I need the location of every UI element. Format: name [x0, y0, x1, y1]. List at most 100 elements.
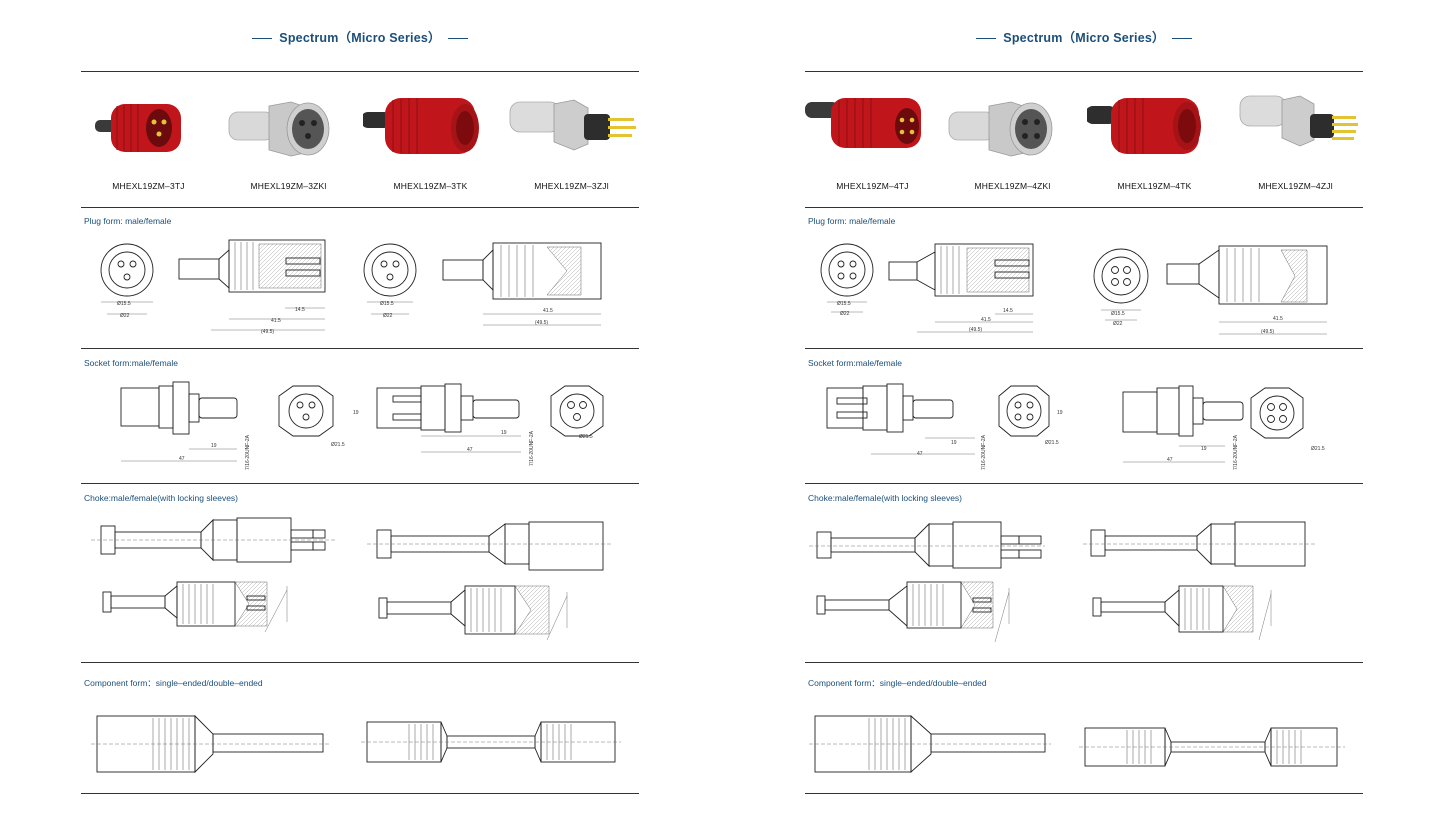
product-caption: MHEXL19ZM–4ZJl [1258, 181, 1333, 191]
page-title: Spectrum（Micro Series） [81, 27, 639, 46]
product-caption: MHEXL19ZM–3TJ [112, 181, 185, 191]
dimension-label: 19 [353, 410, 359, 416]
dimension-label: 47 [917, 451, 923, 457]
catalog-page-right: Spectrum（Micro Series） MHEXL19ZM–4TJ MHE… [805, 0, 1363, 824]
divider [81, 793, 639, 794]
divider [81, 71, 639, 72]
plug-drawing: Ø15.5 Ø22 14.5 41.5 (49.5) Ø15.5 Ø22 41.… [100, 239, 602, 335]
section-label-socket: Socket form:male/female [808, 358, 903, 368]
product-photo-1: MHEXL19ZM–3TJ [81, 92, 216, 192]
product-caption: MHEXL19ZM–3ZJl [534, 181, 609, 191]
page-title: Spectrum（Micro Series） [805, 27, 1363, 46]
product-photo-4: MHEXL19ZM–4ZJl [1228, 92, 1363, 192]
section-label-component: Component form：single–ended/double–ended [808, 678, 987, 688]
connector-red-female-image [363, 98, 479, 154]
socket-drawing: 19 47 7/16-20UNF-2A Ø21.5 19 19 47 7/16-… [120, 381, 604, 470]
section-label-plug: Plug form: male/female [84, 216, 172, 226]
dimension-label: Ø15.5 [1111, 311, 1125, 317]
dimension-label: Ø22 [120, 313, 130, 319]
product-photo-4: MHEXL19ZM–3ZJl [504, 92, 639, 192]
divider [81, 348, 639, 349]
choke-drawing [91, 517, 613, 641]
product-photo-row: MHEXL19ZM–4TJ MHEXL19ZM–4ZKl MHEXL19ZM–4… [805, 92, 1363, 192]
section-label-choke: Choke:male/female(with locking sleeves) [808, 493, 963, 503]
divider [805, 662, 1363, 663]
divider [805, 793, 1363, 794]
title-dash-right [447, 38, 468, 40]
dimension-label: 19 [1057, 410, 1063, 416]
component-drawing [91, 714, 621, 774]
dimension-label: 47 [179, 456, 185, 462]
dimension-label: 19 [501, 430, 507, 436]
dimension-label: 7/16-20UNF-2A [245, 434, 251, 470]
connector-red-male-image [805, 98, 921, 148]
dimension-label: 19 [1201, 446, 1207, 452]
dimension-label: Ø21.5 [1045, 440, 1059, 446]
dimension-label: (49.5) [535, 320, 548, 326]
dimension-label: Ø21.5 [1311, 446, 1325, 452]
dimension-label: Ø22 [383, 313, 393, 319]
connector-red-male-image [95, 104, 181, 152]
title-dash-right [1171, 38, 1192, 40]
dimension-label: Ø21.5 [331, 442, 345, 448]
divider [805, 348, 1363, 349]
section-label-component: Component form：single–ended/double–ended [84, 678, 263, 688]
dimension-label: Ø15.5 [117, 301, 131, 307]
dimension-label: (49.5) [1261, 329, 1274, 335]
title-dash-left [976, 38, 997, 40]
dimension-label: 47 [467, 447, 473, 453]
dimension-label: Ø22 [840, 311, 850, 317]
product-photo-2: MHEXL19ZM–4ZKl [945, 92, 1080, 192]
dimension-label: (49.5) [261, 329, 274, 335]
divider [805, 71, 1363, 72]
dimension-label: 41.5 [543, 308, 553, 314]
product-caption: MHEXL19ZM–4TJ [836, 181, 909, 191]
product-caption: MHEXL19ZM–4ZKl [974, 181, 1051, 191]
divider [81, 662, 639, 663]
section-label-socket: Socket form:male/female [84, 358, 179, 368]
dimension-label: 7/16-20UNF-2A [981, 434, 987, 470]
product-photo-row: MHEXL19ZM–3TJ MHEXL19ZM–3ZKl MHEXL19ZM–3… [81, 92, 639, 192]
dimension-label: 41.5 [271, 318, 281, 324]
section-label-plug: Plug form: male/female [808, 216, 896, 226]
page-title-text: Spectrum（Micro Series） [279, 31, 441, 45]
dimension-label: 14.5 [295, 307, 305, 313]
connector-silver-female-image [948, 101, 1053, 157]
divider [81, 207, 639, 208]
product-photo-1: MHEXL19ZM–4TJ [805, 92, 940, 192]
connector-silver-male-image [1239, 95, 1358, 147]
title-dash-left [252, 38, 273, 40]
dimension-label: Ø15.5 [837, 301, 851, 307]
dimension-label: 7/16-20UNF-2A [1233, 434, 1239, 470]
dimension-label: 14.5 [1003, 308, 1013, 314]
connector-silver-male-image [509, 99, 636, 151]
connector-silver-female-image [228, 101, 330, 157]
dimension-label: 41.5 [1273, 316, 1283, 322]
dimension-label: 7/16-20UNF-2A [529, 430, 535, 466]
page-title-text: Spectrum（Micro Series） [1003, 31, 1165, 45]
dimension-label: Ø22 [1113, 321, 1123, 327]
dimension-label: 19 [211, 443, 217, 449]
dimension-label: (49.5) [969, 327, 982, 333]
dimension-label: Ø15.5 [380, 301, 394, 307]
product-photo-2: MHEXL19ZM–3ZKl [221, 92, 356, 192]
dimension-label: 19 [951, 440, 957, 446]
product-caption: MHEXL19ZM–4TK [1117, 181, 1192, 191]
section-label-choke: Choke:male/female(with locking sleeves) [84, 493, 239, 503]
dimension-label: 41.5 [981, 317, 991, 323]
socket-drawing: 19 47 7/16-20UNF-2A Ø21.5 19 19 47 7/16-… [826, 383, 1325, 470]
product-caption: MHEXL19ZM–3ZKl [250, 181, 327, 191]
dimension-label: Ø21.5 [579, 434, 593, 440]
product-photo-3: MHEXL19ZM–3TK [363, 92, 498, 192]
product-caption: MHEXL19ZM–3TK [393, 181, 468, 191]
connector-red-female-image [1087, 98, 1201, 154]
divider [81, 483, 639, 484]
choke-drawing [809, 521, 1315, 643]
divider [805, 207, 1363, 208]
product-photo-3: MHEXL19ZM–4TK [1087, 92, 1222, 192]
plug-drawing: Ø15.5 Ø22 14.5 41.5 (49.5) Ø15.5 Ø22 41.… [820, 243, 1328, 335]
dimension-label: 47 [1167, 457, 1173, 463]
divider [805, 483, 1363, 484]
component-drawing [809, 714, 1345, 774]
catalog-page-left: Spectrum（Micro Series） MHEXL19ZM–3TJ MHE… [81, 0, 639, 824]
